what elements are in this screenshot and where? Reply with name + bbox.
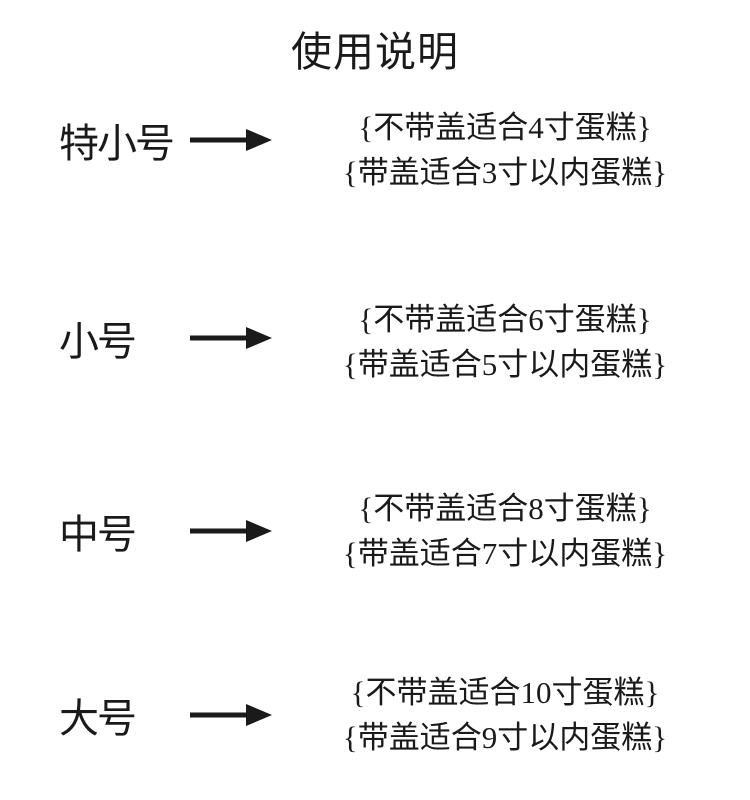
size-description-small: {不带盖适合6寸蛋糕} {带盖适合5寸以内蛋糕} <box>290 297 720 387</box>
size-description-large: {不带盖适合10寸蛋糕} {带盖适合9寸以内蛋糕} <box>290 670 720 760</box>
description-line-no-lid: {不带盖适合6寸蛋糕} <box>358 302 652 337</box>
description-line-with-lid: {带盖适合7寸以内蛋糕} <box>342 536 668 571</box>
size-description-extra-small: {不带盖适合4寸蛋糕} {带盖适合3寸以内蛋糕} <box>290 105 720 195</box>
right-arrow-icon <box>190 327 272 349</box>
page-title: 使用说明 <box>291 29 459 75</box>
size-row-extra-small: 特小号 {不带盖适合4寸蛋糕} {带盖适合3寸以内蛋糕} <box>0 90 750 210</box>
description-line-no-lid: {不带盖适合8寸蛋糕} <box>358 491 652 526</box>
size-label-extra-small: 特小号 <box>59 122 175 166</box>
description-line-no-lid: {不带盖适合4寸蛋糕} <box>358 110 652 145</box>
description-line-with-lid: {带盖适合9寸以内蛋糕} <box>342 720 668 755</box>
right-arrow-icon <box>190 704 272 726</box>
size-label-medium: 中号 <box>59 513 137 557</box>
right-arrow-icon <box>190 520 272 542</box>
description-line-with-lid: {带盖适合3寸以内蛋糕} <box>342 155 668 190</box>
size-description-medium: {不带盖适合8寸蛋糕} {带盖适合7寸以内蛋糕} <box>290 486 720 576</box>
size-row-large: 大号 {不带盖适合10寸蛋糕} {带盖适合9寸以内蛋糕} <box>0 655 750 775</box>
size-row-medium: 中号 {不带盖适合8寸蛋糕} {带盖适合7寸以内蛋糕} <box>0 471 750 591</box>
description-line-no-lid: {不带盖适合10寸蛋糕} <box>350 675 660 710</box>
size-row-small: 小号 {不带盖适合6寸蛋糕} {带盖适合5寸以内蛋糕} <box>0 282 750 402</box>
right-arrow-icon <box>190 129 272 151</box>
description-line-with-lid: {带盖适合5寸以内蛋糕} <box>342 347 668 382</box>
size-label-small: 小号 <box>59 320 137 364</box>
size-label-large: 大号 <box>59 697 137 741</box>
